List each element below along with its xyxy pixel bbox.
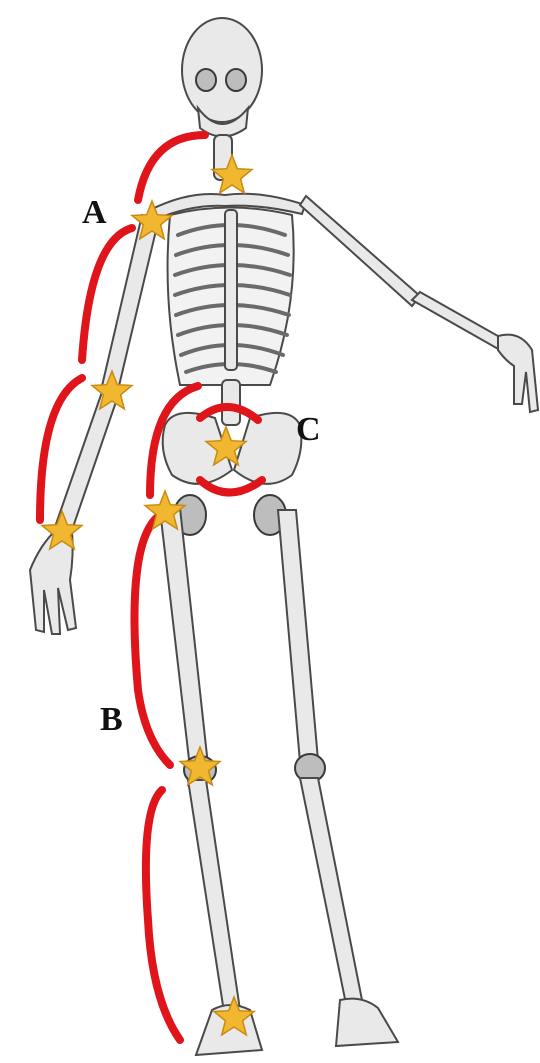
- skull: [182, 18, 262, 137]
- arm-right-side: [300, 196, 538, 412]
- leg-right-side: [278, 510, 398, 1046]
- skeleton: [30, 18, 538, 1055]
- lumbar-spine: [222, 380, 240, 425]
- label-b: B: [100, 701, 123, 738]
- label-a: A: [82, 194, 107, 231]
- arc-shin: [146, 790, 180, 1040]
- arc-neck-shoulder: [138, 135, 205, 200]
- label-c: C: [296, 411, 321, 448]
- ribcage: [168, 208, 294, 386]
